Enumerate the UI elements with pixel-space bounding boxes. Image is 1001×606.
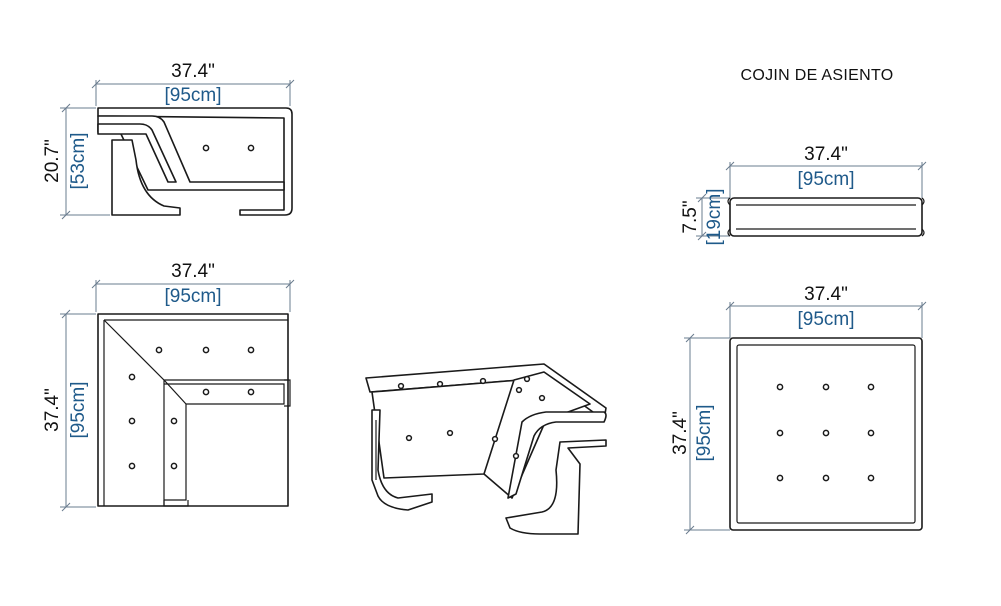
top-outline	[97, 313, 289, 507]
perspective-left-leg	[371, 409, 433, 511]
cushion-top-width-inches: 37.4"	[804, 284, 848, 305]
side-arm	[97, 123, 177, 183]
side-width-cm: [95cm]	[164, 85, 221, 106]
cushion-top-depth-cm: [95cm]	[694, 404, 715, 461]
cushion-title: COJIN DE ASIENTO	[741, 67, 894, 84]
cushion-side-outline	[729, 197, 923, 237]
cushion-top-depth-inches: 37.4"	[670, 411, 691, 455]
cushion-tufts	[776, 383, 875, 482]
perspective-arm	[507, 411, 607, 499]
perspective-tufts	[397, 375, 546, 460]
side-tuft	[247, 144, 255, 152]
side-leg	[111, 139, 181, 216]
side-height-inches: 20.7"	[42, 139, 63, 183]
cushion-side-width-cm: [95cm]	[797, 169, 854, 190]
cushion-section: COJIN DE ASIENTO 37.4" [95cm] 7.5" [19cm…	[670, 67, 927, 535]
top-depth-inches: 37.4"	[42, 388, 63, 432]
perspective-right-leg	[505, 439, 607, 535]
side-view: 37.4" [95cm] 20.7" [53cm]	[42, 61, 295, 220]
side-tuft	[202, 144, 210, 152]
top-depth-cm: [95cm]	[68, 381, 89, 438]
top-width-cm: [95cm]	[164, 286, 221, 307]
side-back-cushion	[97, 107, 293, 216]
cushion-side-height-inches: 7.5"	[680, 200, 701, 233]
cushion-side-width-inches: 37.4"	[804, 144, 848, 165]
side-height-cm: [53cm]	[68, 132, 89, 189]
cushion-top-width-cm: [95cm]	[797, 309, 854, 330]
top-width-inches: 37.4"	[171, 261, 215, 282]
top-view: 37.4" [95cm] 37.4" [95cm]	[42, 261, 295, 512]
side-width-inches: 37.4"	[171, 61, 215, 82]
top-tufts	[128, 346, 255, 470]
perspective-view	[365, 363, 607, 535]
cushion-side-height-cm: [19cm]	[704, 188, 725, 245]
